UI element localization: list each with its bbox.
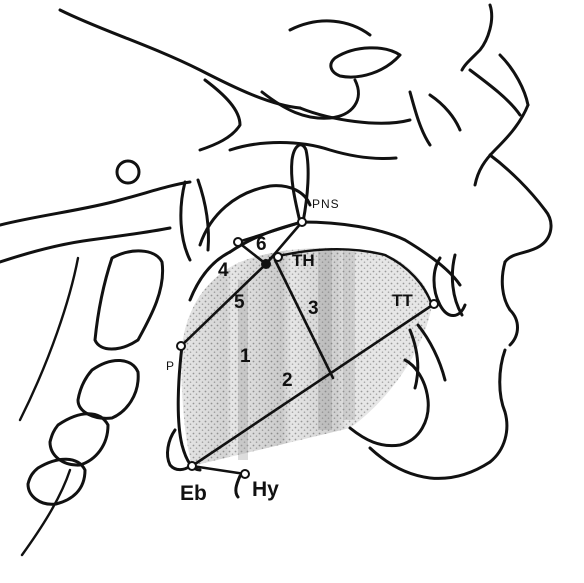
measure-1: 1	[240, 346, 251, 367]
point-6-left	[234, 238, 242, 246]
th-point	[274, 253, 282, 261]
label-hy: Hy	[252, 478, 279, 501]
pns-point	[298, 218, 306, 226]
tt-point	[430, 300, 438, 308]
label-tt: TT	[392, 291, 413, 310]
hy-point	[241, 470, 249, 478]
measure-6: 6	[256, 234, 267, 255]
measure-3: 3	[308, 298, 319, 319]
skull-outline	[0, 5, 528, 262]
cervical-vertebrae	[20, 251, 163, 555]
label-p: P	[166, 359, 175, 373]
label-eb: Eb	[180, 482, 207, 505]
center-point	[261, 259, 271, 269]
measure-2: 2	[282, 370, 293, 391]
label-th: TH	[292, 251, 315, 270]
eb-point	[188, 462, 196, 470]
label-pns: PNS	[312, 197, 340, 211]
measure-5: 5	[234, 292, 245, 313]
measure-4: 4	[218, 260, 229, 281]
p-point	[177, 342, 185, 350]
